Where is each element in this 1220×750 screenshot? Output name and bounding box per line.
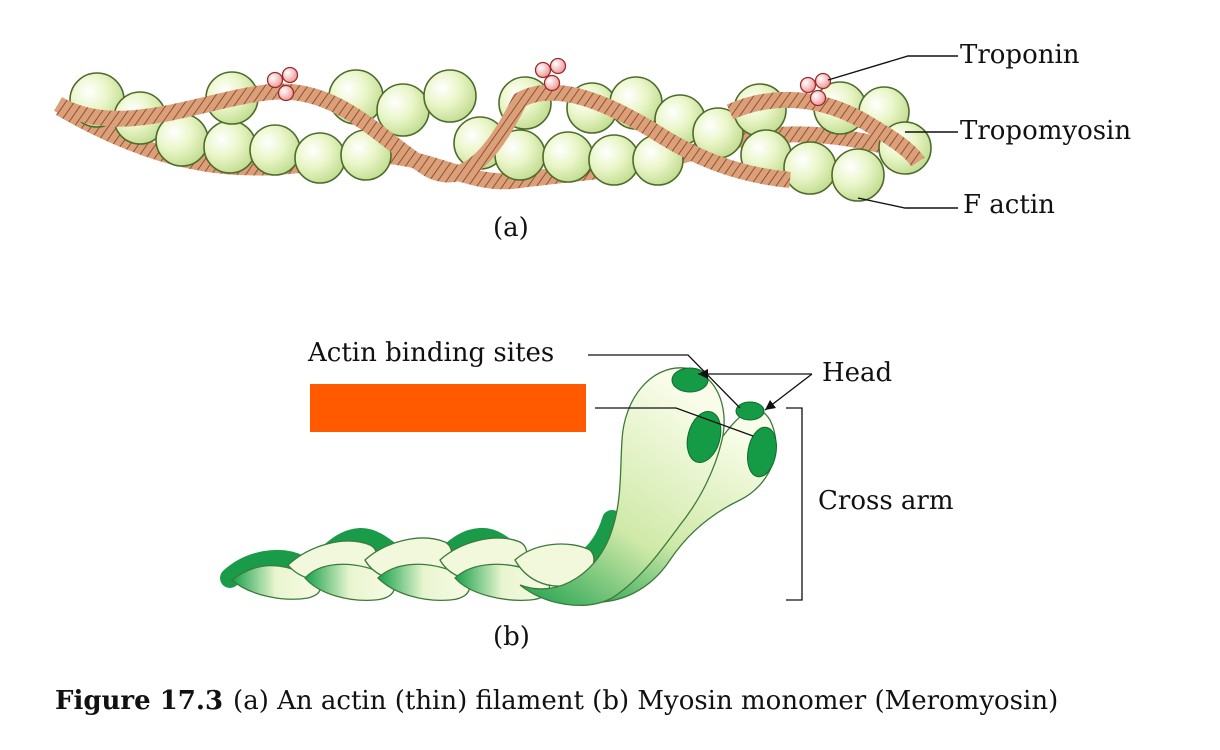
troponin-cluster-1 [266,66,299,102]
caption-text: (a) An actin (thin) filament (b) Myosin … [233,686,1059,716]
binding-site-3 [735,401,765,421]
myosin-monomer [220,354,813,606]
occluder-box [310,384,586,432]
binding-sites-leader-1 [588,354,741,409]
label-cross-arm: Cross arm [818,486,954,516]
label-troponin: Troponin [960,40,1080,70]
label-actin-binding-sites: Actin binding sites [308,338,555,368]
binding-sites-leader-2 [595,407,754,437]
tropomyosin-strand-front [53,83,791,188]
myosin-tail-coils [230,537,595,601]
myosin-neck-front [519,367,725,606]
panel-a-leaders [827,55,958,209]
sublabel-a: (a) [493,213,529,243]
troponin-cluster-3 [799,72,832,107]
tropomyosin-strand-front-2 [726,91,925,167]
troponin-cluster-2 [534,57,567,92]
binding-site-2 [686,411,722,463]
head-arrow-2 [765,400,776,410]
head-arrow-1 [698,369,708,379]
f-actin-leader [857,197,958,209]
label-f-actin: F actin [963,190,1055,220]
caption-number: Figure 17.3 [55,686,224,716]
binding-site-4 [747,426,777,478]
label-head: Head [822,358,893,388]
troponin-leader [827,55,958,81]
actin-filament [53,55,958,209]
label-tropomyosin: Tropomyosin [960,116,1132,146]
cross-arm-bracket [786,407,803,601]
troponin-complexes [266,57,832,107]
sublabel-b: (b) [493,622,530,652]
figure-caption: Figure 17.3 (a) An actin (thin) filament … [55,686,1058,716]
binding-site-1 [671,367,709,393]
